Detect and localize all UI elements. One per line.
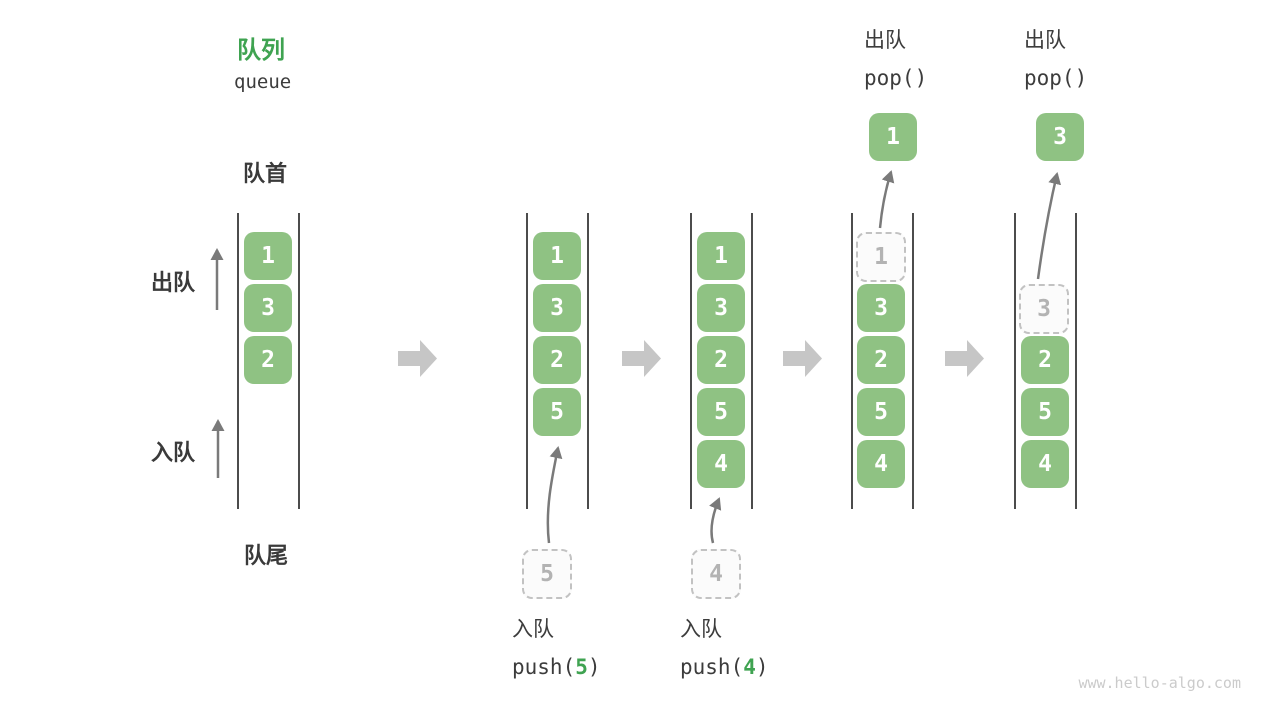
- queue-item: 3: [857, 284, 905, 332]
- queue-wall: [1075, 213, 1077, 509]
- queue-wall: [912, 213, 914, 509]
- queue-wall: [237, 213, 239, 509]
- queue-item: 4: [857, 440, 905, 488]
- push-operation-label: 入队 push(5): [512, 616, 601, 681]
- queue-item: 2: [533, 336, 581, 384]
- queue-item: 3: [697, 284, 745, 332]
- queue-wall: [526, 213, 528, 509]
- pop-label-code: pop(): [1024, 66, 1088, 90]
- push-label-code: push(4): [680, 655, 769, 679]
- pending-item-ghost: 5: [522, 549, 572, 599]
- label-dequeue-side: 出队: [151, 270, 196, 295]
- queue-item: 2: [857, 336, 905, 384]
- queue-item: 2: [244, 336, 292, 384]
- pop-1-arrow-icon: [878, 170, 895, 229]
- queue-item: 1: [533, 232, 581, 280]
- push-label-cn: 入队: [680, 618, 722, 641]
- queue-item: 5: [533, 388, 581, 436]
- push-arg: 5: [575, 655, 588, 679]
- queue-item: 5: [1021, 388, 1069, 436]
- label-queue-rear: 队尾: [244, 543, 289, 568]
- push-operation-label: 入队 push(4): [680, 616, 769, 681]
- page-subtitle: queue: [234, 71, 292, 93]
- queue-wall: [690, 213, 692, 509]
- queue-item: 2: [1021, 336, 1069, 384]
- queue-item: 3: [533, 284, 581, 332]
- queue-wall: [851, 213, 853, 509]
- queue-item-ghost: 1: [856, 232, 906, 282]
- pop-label-cn: 出队: [1024, 29, 1066, 52]
- queue-item-ghost: 3: [1019, 284, 1069, 334]
- push-label-code: push(5): [512, 655, 601, 679]
- pop-label-code: pop(): [864, 66, 928, 90]
- pop-operation-label: 出队 pop(): [1024, 27, 1087, 92]
- queue-item: 4: [1021, 440, 1069, 488]
- push-label-cn: 入队: [512, 618, 554, 641]
- queue-item: 5: [697, 388, 745, 436]
- queue-wall: [751, 213, 753, 509]
- queue-item: 5: [857, 388, 905, 436]
- push-arg: 4: [743, 655, 756, 679]
- queue-wall: [298, 213, 300, 509]
- queue-wall: [1014, 213, 1016, 509]
- queue-item: 4: [697, 440, 745, 488]
- push-4-arrow-icon: [709, 497, 722, 544]
- label-queue-front: 队首: [243, 161, 288, 186]
- queue-item: 3: [244, 284, 292, 332]
- pop-label-cn: 出队: [864, 29, 906, 52]
- page-title: 队列: [237, 37, 285, 64]
- queue-item: 1: [697, 232, 745, 280]
- popped-item: 1: [869, 113, 917, 161]
- popped-item: 3: [1036, 113, 1084, 161]
- queue-item: 2: [697, 336, 745, 384]
- pending-item-ghost: 4: [691, 549, 741, 599]
- pop-3-arrow-icon: [1036, 172, 1062, 280]
- watermark: www.hello-algo.com: [1078, 674, 1241, 692]
- queue-item: 1: [244, 232, 292, 280]
- queue-wall: [587, 213, 589, 509]
- push-5-arrow-icon: [546, 446, 563, 544]
- label-enqueue-side: 入队: [151, 440, 196, 465]
- pop-operation-label: 出队 pop(): [864, 27, 927, 92]
